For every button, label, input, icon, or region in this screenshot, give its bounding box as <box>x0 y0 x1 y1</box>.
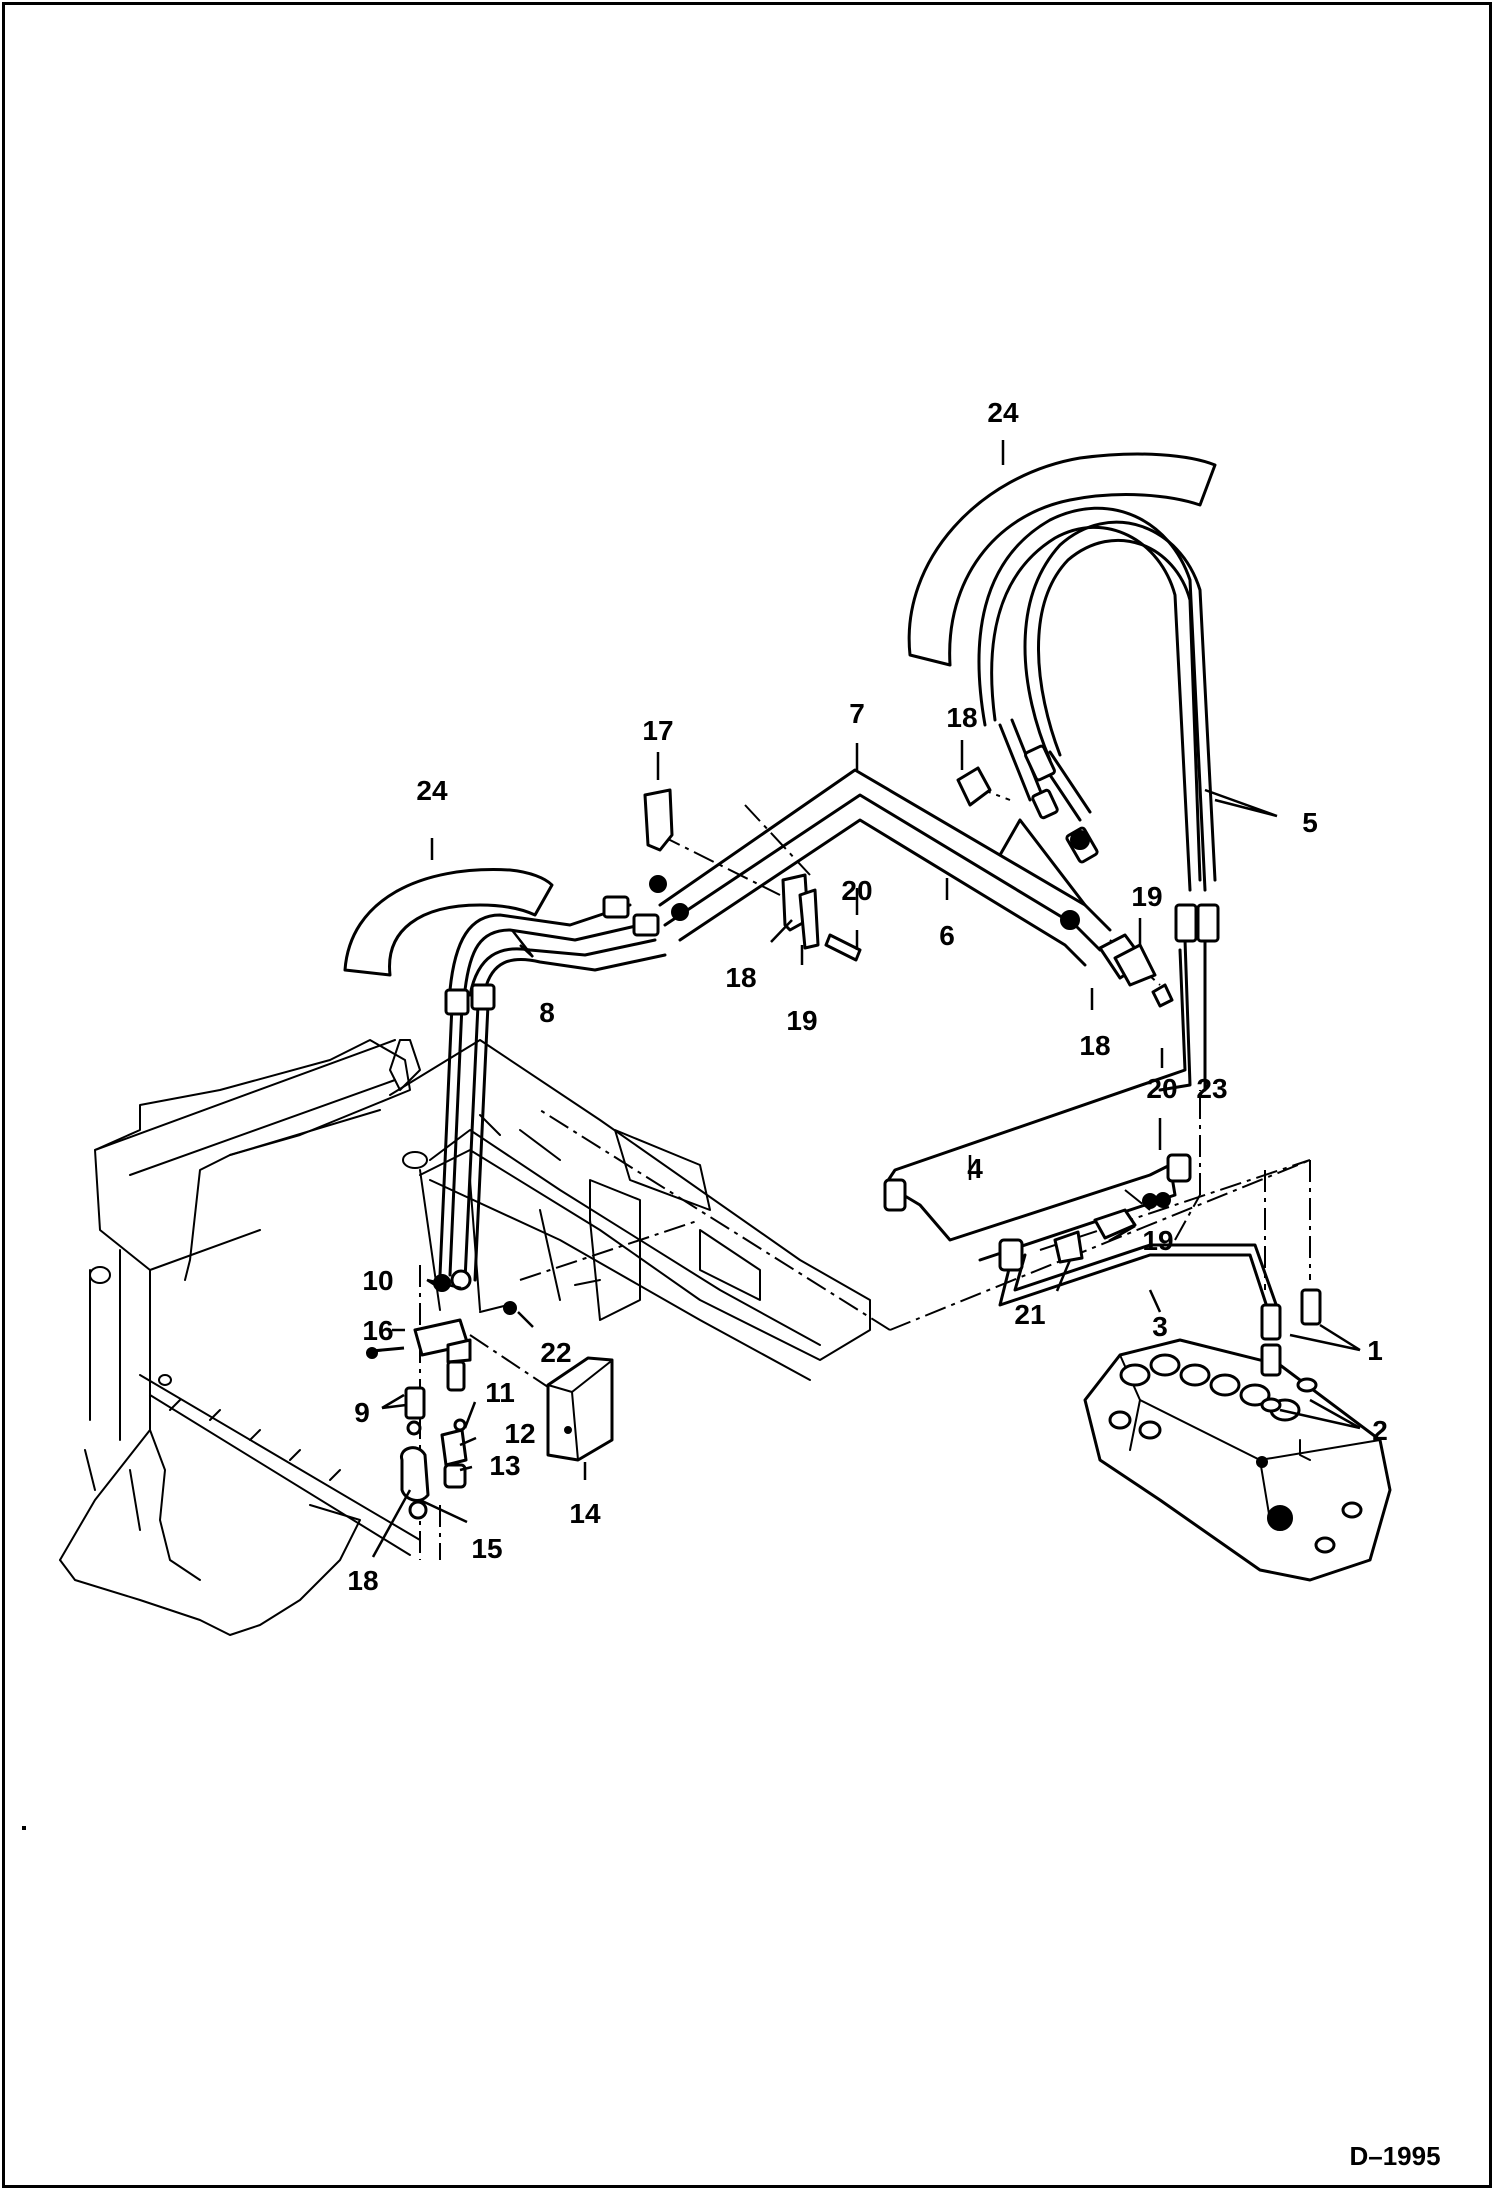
callout-3: 3 <box>1152 1311 1168 1342</box>
callout-5: 5 <box>1302 807 1318 838</box>
callout-14: 15 <box>471 1533 502 1564</box>
callout-20-b: 20 <box>1146 1073 1177 1104</box>
callout-16: 16 <box>362 1315 393 1346</box>
lower-fittings <box>366 1269 601 1520</box>
clamps-and-bolts <box>643 766 1174 1264</box>
callout-9: 9 <box>354 1397 370 1428</box>
callout-8: 8 <box>539 997 555 1028</box>
callout-23: 23 <box>1196 1073 1227 1104</box>
bracket-17 <box>546 1356 614 1462</box>
tube-assembly-6-7 <box>658 768 1112 967</box>
callout-18-b: 18 <box>946 702 977 733</box>
callout-18-a: 17 <box>642 715 673 746</box>
callout-24-top: 24 <box>987 397 1019 428</box>
valve-fittings <box>1260 1288 1322 1413</box>
callout-1: 1 <box>1367 1335 1383 1366</box>
callout-19-c: 19 <box>1142 1225 1173 1256</box>
callout-19-a: 19 <box>1131 881 1162 912</box>
callout-13: 13 <box>489 1450 520 1481</box>
callout-15: 18 <box>347 1565 378 1596</box>
callout-7: 7 <box>849 698 865 729</box>
callout-2: 2 <box>1372 1415 1388 1446</box>
callout-11: 11 <box>485 1377 515 1408</box>
hose-guard-sleeves <box>343 452 1217 977</box>
callout-19-b: 19 <box>786 1005 817 1036</box>
callout-24-left: 24 <box>416 775 448 806</box>
callout-6: 6 <box>939 920 955 951</box>
callout-20-a: 20 <box>841 875 872 906</box>
callout-4: 4 <box>967 1153 983 1184</box>
tube-assembly-4 <box>883 948 1187 1262</box>
vertical-hoses <box>438 938 1207 1282</box>
hose-assembly-5 <box>977 506 1217 892</box>
callout-22: 22 <box>540 1337 571 1368</box>
callout-21: 21 <box>1014 1299 1045 1330</box>
leader-lines <box>371 440 1361 1558</box>
drawing-code: D–1995 <box>1349 2141 1440 2171</box>
callout-labels: 24 5 7 6 17 18 20 19 18 18 19 20 24 8 4 … <box>347 397 1387 1596</box>
callout-18-c: 18 <box>1079 1030 1110 1061</box>
control-valve <box>1083 1338 1392 1582</box>
tube-assembly-3 <box>998 1243 1280 1312</box>
callout-17: 14 <box>569 1498 601 1529</box>
hose-assembly-8 <box>448 903 667 997</box>
callout-12: 12 <box>504 1418 535 1449</box>
stray-mark <box>22 1826 26 1830</box>
callout-10: 10 <box>362 1265 393 1296</box>
callout-18-d: 18 <box>725 962 756 993</box>
hose-fittings <box>444 744 1220 1272</box>
